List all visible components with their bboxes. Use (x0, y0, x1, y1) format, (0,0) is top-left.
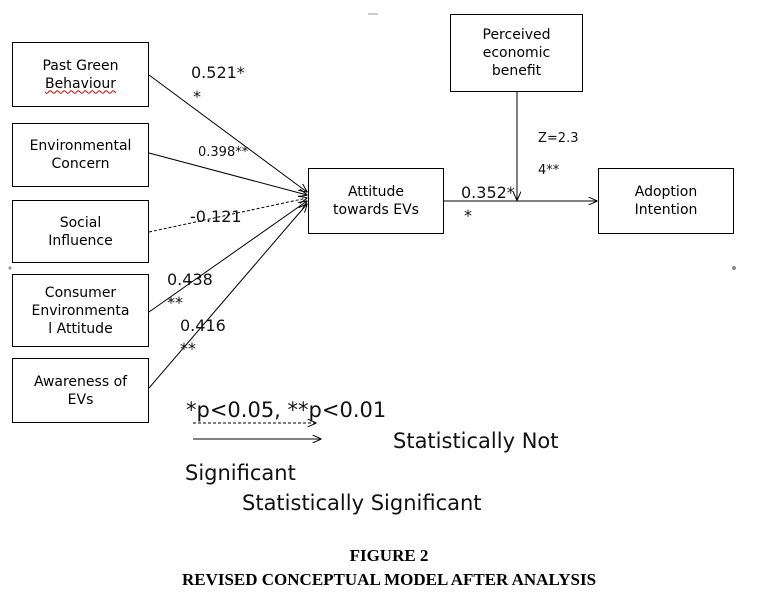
social-line1: Social (59, 214, 102, 231)
coef-consumer: 0.438 (167, 270, 213, 289)
figure-title: REVISED CONCEPTUAL MODEL AFTER ANALYSIS (181, 570, 597, 589)
legend-significance-levels: *p<0.05, **p<0.01 (186, 398, 387, 422)
env-concern-line2: Concern (51, 156, 110, 172)
legend-not-significant-line1: Statistically Not (393, 429, 559, 453)
adoption-line1: Adoption (634, 184, 698, 200)
adoption-line2: Intention (634, 202, 698, 218)
moderation-z-value-cont: 4** (538, 163, 560, 178)
coef-awareness: 0.416 (180, 316, 226, 335)
arrow-social-to-attitude (148, 198, 307, 233)
coef-attitude-to-adoption-stars: * (464, 206, 472, 225)
consumer-line1: Consumer (44, 284, 117, 301)
scan-dot-left (8, 266, 12, 270)
legend-not-significant-line2: Significant (185, 461, 296, 485)
moderation-z-value: Z=2.3 (538, 131, 579, 146)
arrow-env-concern-to-attitude (148, 152, 307, 195)
coef-env-concern: 0.398** (198, 145, 249, 160)
box-environmental-concern: Environmental Concern (12, 123, 149, 187)
consumer-line2: Environmenta (31, 302, 130, 319)
perceived-line3: benefit (491, 63, 542, 79)
scan-dot-right (732, 266, 736, 270)
past-green-line2: Behaviour (44, 75, 117, 92)
box-awareness-of-evs: Awareness of EVs (12, 358, 149, 423)
legend-significant: Statistically Significant (242, 491, 482, 515)
arrow-consumer-to-attitude (148, 201, 307, 313)
coef-social: -0.121 (190, 207, 242, 226)
box-attitude-towards-evs: Attitude towards EVs (308, 168, 444, 234)
box-perceived-economic-benefit: Perceived economic benefit (450, 14, 583, 92)
coef-awareness-stars: ** (180, 339, 196, 358)
figure-number: FIGURE 2 (349, 546, 429, 565)
perceived-line2: economic (482, 45, 551, 61)
arrow-past-green-to-attitude (148, 74, 307, 192)
attitude-line1: Attitude (347, 184, 405, 200)
consumer-line3: l Attitude (48, 320, 113, 337)
env-concern-line1: Environmental (29, 138, 132, 154)
coef-past-green-stars: * (193, 87, 201, 106)
box-consumer-environmental-attitude: Consumer Environmenta l Attitude (12, 274, 149, 347)
box-past-green-behaviour: Past Green Behaviour (12, 42, 149, 107)
coef-past-green: 0.521* (191, 63, 245, 82)
perceived-line1: Perceived (482, 27, 551, 43)
attitude-line2: towards EVs (333, 202, 419, 218)
arrow-awareness-to-attitude (148, 204, 307, 389)
box-adoption-intention: Adoption Intention (598, 168, 734, 234)
awareness-line2: EVs (67, 391, 94, 408)
box-social-influence: Social Influence (12, 200, 149, 263)
coef-attitude-to-adoption: 0.352* (461, 183, 515, 202)
awareness-line1: Awareness of (33, 373, 128, 390)
past-green-line1: Past Green (42, 57, 119, 74)
social-line2: Influence (48, 232, 113, 249)
coef-consumer-stars: ** (167, 293, 183, 312)
